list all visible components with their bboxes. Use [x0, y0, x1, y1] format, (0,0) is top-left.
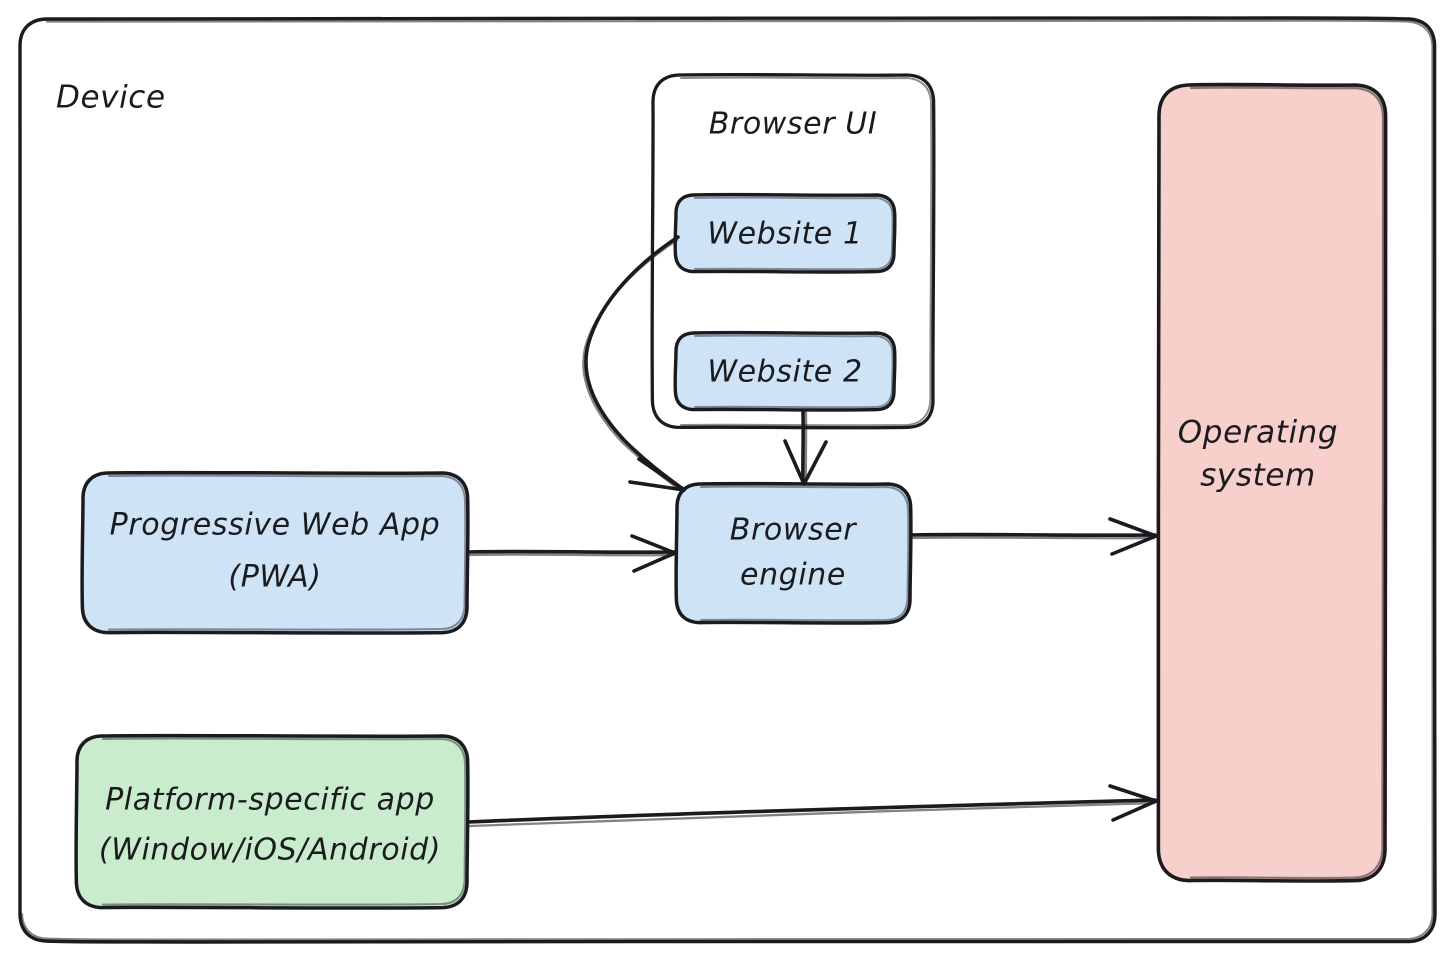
node-platform-specific-app[interactable]: Platform-specific app (Window/iOS/Androi…	[74, 733, 470, 910]
edge-pwa-line	[467, 549, 676, 555]
edge-browser-engine-to-os[interactable]	[910, 517, 1158, 556]
container-device-outline	[18, 16, 1437, 944]
edge-pwa-line-second	[468, 553, 675, 557]
node-website-2[interactable]: Website 2	[673, 330, 897, 412]
node-website-2-fill	[675, 332, 895, 410]
node-progressive-web-app-label-line-2: (PWA)	[228, 560, 321, 595]
edge-website2-to-browser-engine[interactable]	[783, 409, 828, 486]
node-operating-system[interactable]: Operating system	[1156, 82, 1388, 883]
edge-website1-arrowhead-lower	[628, 480, 686, 492]
node-progressive-web-app[interactable]: Progressive Web App (PWA)	[80, 470, 470, 635]
edge-website1-arrowhead-upper	[637, 457, 686, 492]
container-device-label: Device	[56, 80, 166, 116]
edge-browser-engine-os-line	[910, 532, 1157, 538]
edge-platform-app-os-arrowhead-upper	[1108, 784, 1158, 803]
node-operating-system-outline-second	[1189, 86, 1385, 880]
node-operating-system-fill	[1158, 84, 1386, 881]
node-browser-engine-fill	[676, 483, 911, 623]
edge-pwa-to-browser-engine[interactable]	[467, 534, 677, 573]
node-progressive-web-app-fill	[82, 472, 468, 633]
node-platform-specific-app-label-line-1: Platform-specific app	[105, 783, 435, 818]
edge-browser-engine-os-arrowhead-upper	[1108, 517, 1158, 538]
container-browser-ui-outline	[650, 72, 936, 430]
container-browser-ui-label: Browser UI	[709, 107, 878, 142]
edge-website2-arrowhead-left	[783, 439, 806, 486]
node-browser-engine-label-line-1: Browser	[730, 513, 857, 548]
edge-platform-app-to-os[interactable]	[467, 784, 1158, 828]
node-operating-system-label-line-2: system	[1200, 458, 1316, 494]
node-platform-specific-app-outline	[74, 733, 470, 910]
node-platform-specific-app-outline-second	[101, 737, 467, 906]
edge-website1-to-browser-engine[interactable]	[582, 235, 686, 493]
node-website-2-label: Website 2	[707, 355, 862, 390]
node-website-1-fill	[675, 194, 895, 272]
container-device[interactable]	[18, 16, 1437, 944]
edge-pwa-arrowhead-upper	[630, 534, 677, 555]
edge-platform-app-os-line-second	[468, 801, 1156, 828]
node-website-1-label: Website 1	[707, 217, 862, 252]
edge-browser-engine-os-arrowhead-lower	[1110, 534, 1158, 556]
node-browser-engine-outline-second	[699, 485, 910, 622]
edge-browser-engine-os-line-second	[911, 536, 1156, 540]
edge-platform-app-os-line	[467, 798, 1157, 824]
node-website-2-outline	[673, 330, 897, 412]
node-progressive-web-app-outline-second	[107, 474, 467, 631]
container-browser-ui-outline-second	[680, 76, 933, 427]
container-device-outline-second	[20, 19, 1434, 941]
node-browser-engine[interactable]: Browser engine	[674, 481, 913, 625]
node-platform-specific-app-fill	[76, 735, 468, 908]
edge-platform-app-os-arrowhead-lower	[1111, 799, 1158, 822]
node-progressive-web-app-label-line-1: Progressive Web App	[110, 508, 441, 543]
node-website-2-outline-second	[694, 334, 894, 409]
node-website-1-outline	[673, 192, 897, 274]
edge-pwa-arrowhead-lower	[632, 551, 677, 573]
node-progressive-web-app-outline	[80, 470, 470, 635]
node-operating-system-label-line-1: Operating	[1178, 415, 1338, 451]
node-platform-specific-app-label-line-2: (Window/iOS/Android)	[99, 833, 441, 868]
node-website-1[interactable]: Website 1	[673, 192, 897, 274]
node-browser-engine-label-line-2: engine	[740, 558, 846, 593]
node-website-1-outline-second	[694, 196, 894, 271]
container-device-fill	[20, 18, 1435, 942]
node-operating-system-outline	[1156, 82, 1388, 883]
edge-website2-arrowhead-right	[802, 440, 828, 486]
